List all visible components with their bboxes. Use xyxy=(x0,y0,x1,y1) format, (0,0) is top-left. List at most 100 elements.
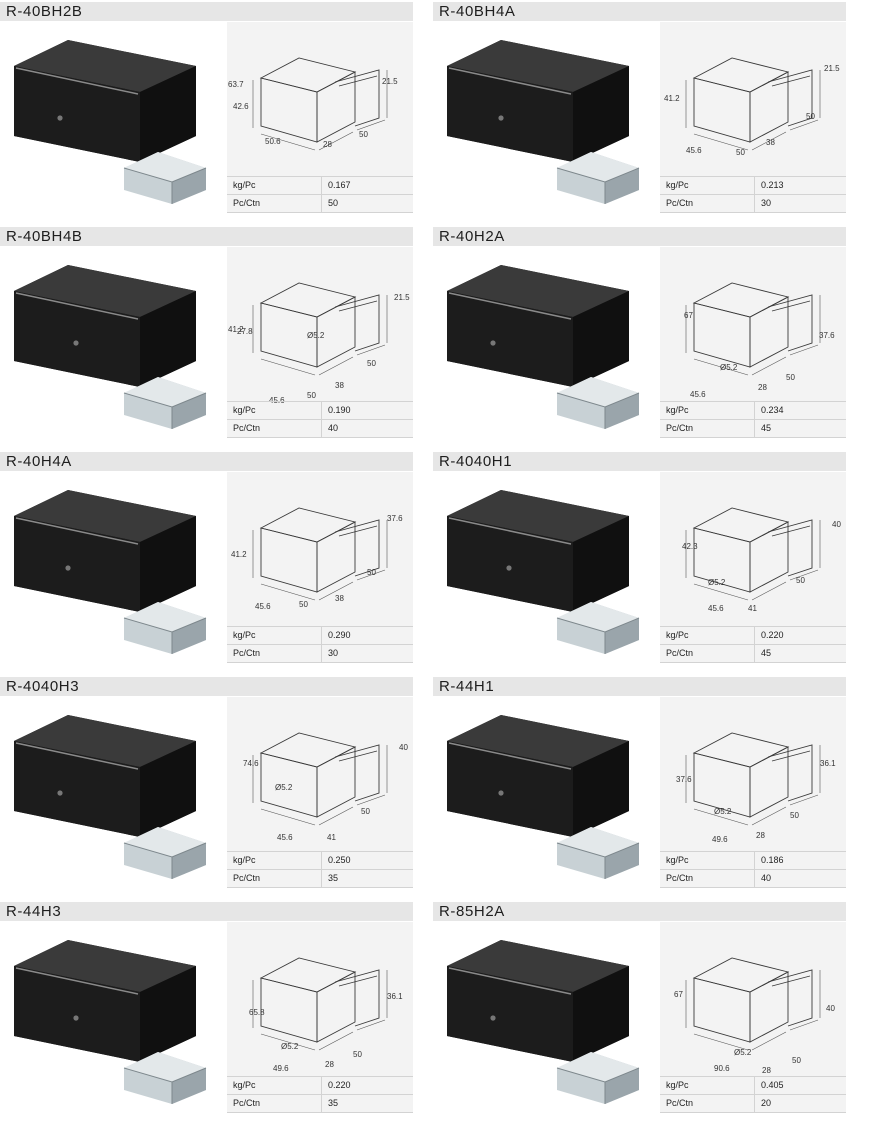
pack-label: Pc/Ctn xyxy=(233,423,261,433)
dimension-label: 45.6 xyxy=(686,146,702,155)
product-photo xyxy=(0,922,226,1112)
black-part-illustration xyxy=(433,472,659,662)
product-photo xyxy=(0,697,226,887)
divider xyxy=(321,177,322,194)
weight-value: 0.220 xyxy=(328,1080,351,1090)
dimension-label: 21.5 xyxy=(394,293,410,302)
dimension-label: 67 xyxy=(674,990,683,999)
pack-value: 40 xyxy=(328,423,339,433)
product-header: R-40H4A xyxy=(0,452,413,471)
product-photo xyxy=(433,22,659,212)
product-photo xyxy=(433,247,659,437)
pack-label: Pc/Ctn xyxy=(233,873,261,883)
pack-label: Pc/Ctn xyxy=(666,423,694,433)
dimension-label: 42.6 xyxy=(233,102,249,111)
dimension-label: 36.1 xyxy=(820,759,836,768)
pack-label: Pc/Ctn xyxy=(233,198,261,208)
dimension-label: 38 xyxy=(335,594,344,603)
pack-label: Pc/Ctn xyxy=(666,1098,694,1108)
product-photo xyxy=(0,247,226,437)
dimension-label: 28 xyxy=(762,1066,771,1075)
product-header: R-44H3 xyxy=(0,902,413,921)
weight-value: 0.190 xyxy=(328,405,351,415)
dimension-label: Ø5.2 xyxy=(307,331,325,340)
dimension-label: Ø5.2 xyxy=(720,363,738,372)
pack-value: 35 xyxy=(328,873,339,883)
weight-label: kg/Pc xyxy=(233,1080,256,1090)
weight-value: 0.405 xyxy=(761,1080,784,1090)
dimension-label: 41.2 xyxy=(231,550,247,559)
dimension-label: Ø5.2 xyxy=(281,1042,299,1051)
dimension-label: 28 xyxy=(758,383,767,392)
divider xyxy=(754,627,755,644)
dimension-label: 50 xyxy=(367,568,376,577)
dimension-label: 50 xyxy=(361,807,370,816)
product-code: R-40H4A xyxy=(6,453,72,470)
divider xyxy=(754,852,755,869)
product-photo xyxy=(0,472,226,662)
silver-part-illustration xyxy=(118,1046,212,1108)
dimension-label: 28 xyxy=(756,831,765,840)
dimension-label: 28 xyxy=(325,1060,334,1069)
product-photo xyxy=(0,22,226,212)
dimension-label: Ø5.2 xyxy=(708,578,726,587)
dimension-label: 45.6 xyxy=(255,602,271,611)
black-part-illustration xyxy=(433,247,659,437)
dimension-label: 50 xyxy=(786,373,795,382)
divider xyxy=(321,852,322,869)
weight-label: kg/Pc xyxy=(666,630,689,640)
dimension-label: 41.2 xyxy=(228,325,244,334)
silver-part-illustration xyxy=(551,1046,645,1108)
dimension-label: 50.6 xyxy=(265,137,281,146)
dimension-label: 50 xyxy=(792,1056,801,1065)
dimension-label: 42.3 xyxy=(682,542,698,551)
dimension-label: 50 xyxy=(736,148,745,157)
black-part-illustration xyxy=(0,247,226,437)
product-header: R-40H2A xyxy=(433,227,846,246)
dimension-label: 21.5 xyxy=(824,64,840,73)
divider xyxy=(754,1095,755,1112)
product-header: R-85H2A xyxy=(433,902,846,921)
black-part-illustration xyxy=(0,472,226,662)
dimension-label: 65.8 xyxy=(249,1008,265,1017)
weight-label: kg/Pc xyxy=(666,405,689,415)
pack-row: Pc/Ctn 40 xyxy=(227,419,413,438)
weight-value: 0.213 xyxy=(761,180,784,190)
dimension-label: 37.6 xyxy=(676,775,692,784)
product-code: R-40BH4A xyxy=(439,3,516,20)
weight-label: kg/Pc xyxy=(666,855,689,865)
divider xyxy=(321,402,322,419)
pack-label: Pc/Ctn xyxy=(233,1098,261,1108)
dimension-label: 49.6 xyxy=(712,835,728,844)
dimension-label: 50 xyxy=(806,112,815,121)
weight-value: 0.234 xyxy=(761,405,784,415)
product-code: R-4040H3 xyxy=(6,678,80,695)
silver-part-illustration xyxy=(551,596,645,658)
divider xyxy=(754,645,755,662)
product-code: R-44H3 xyxy=(6,903,62,920)
dimension-label: 67 xyxy=(684,311,693,320)
divider xyxy=(321,420,322,437)
black-part-illustration xyxy=(433,22,659,212)
dimension-label: 50 xyxy=(796,576,805,585)
weight-label: kg/Pc xyxy=(666,180,689,190)
